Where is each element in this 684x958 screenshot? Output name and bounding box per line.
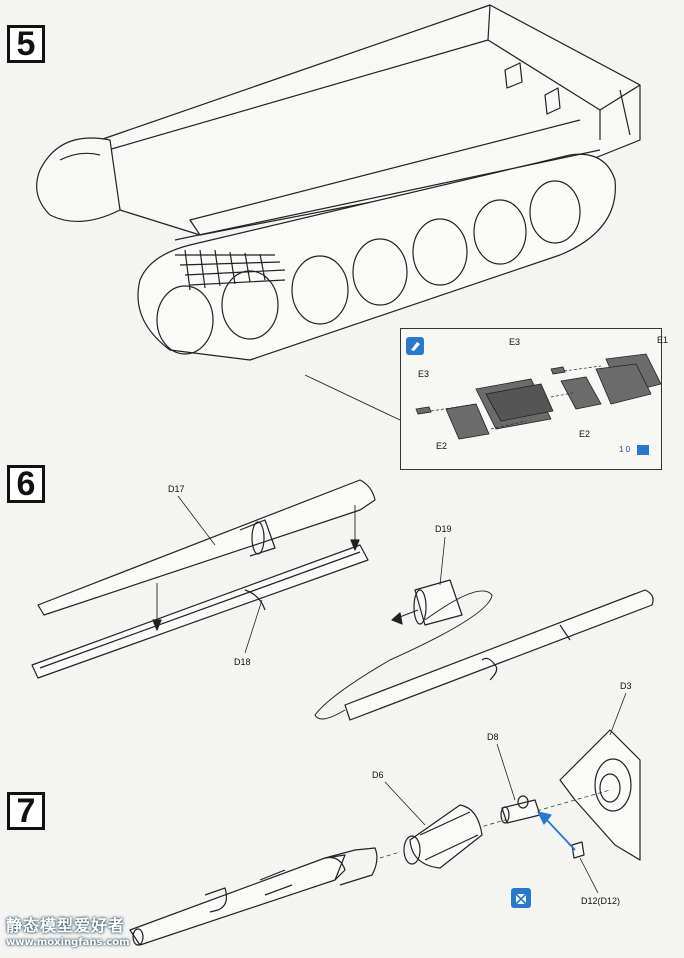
label-e2-right: E2 <box>579 429 591 439</box>
callout-line <box>304 374 401 421</box>
label-d19: D19 <box>435 524 452 534</box>
lower-hull-drawing <box>36 4 641 361</box>
label-e3-top: E3 <box>509 337 521 347</box>
step-6-number: 6 <box>7 465 45 503</box>
step-7-number: 7 <box>7 792 45 830</box>
label-e1: E1 <box>657 335 669 345</box>
watermark-url: www.moxingfans.com <box>6 937 130 948</box>
label-d18: D18 <box>234 657 251 667</box>
label-d17: D17 <box>168 484 185 494</box>
leader-lines <box>177 495 627 894</box>
gun-assembly-drawing <box>129 729 641 946</box>
watermark: 静态模型爱好者 www.moxingfans.com <box>6 912 130 948</box>
step-5-number: 5 <box>7 25 45 63</box>
barrel-halves-drawing <box>31 479 376 679</box>
label-d12: D12(D12) <box>581 896 621 906</box>
label-d3: D3 <box>620 681 632 691</box>
label-e3-left: E3 <box>418 369 430 379</box>
track-detail-inset: E1 E2 E2 E3 E3 1 0 <box>400 328 668 470</box>
label-d6: D6 <box>372 770 384 780</box>
no-glue-icon <box>511 888 531 908</box>
watermark-text: 静态模型爱好者 <box>6 916 126 935</box>
page-reference: 1 0 <box>619 445 631 454</box>
barrel-insert-drawing <box>314 579 654 721</box>
label-d8: D8 <box>487 732 499 742</box>
label-e2-left: E2 <box>436 441 448 451</box>
track-links-drawing <box>406 337 661 455</box>
